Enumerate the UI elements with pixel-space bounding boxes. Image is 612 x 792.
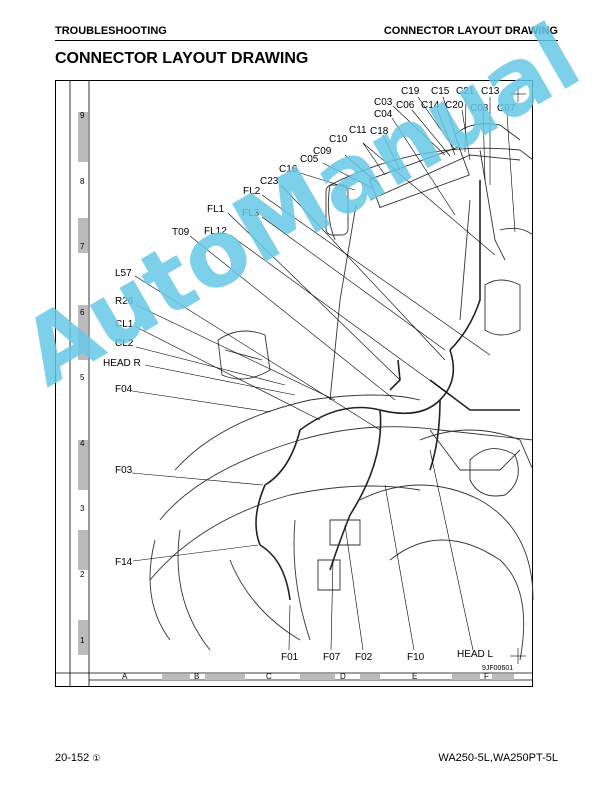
label-c14: C14 bbox=[421, 100, 440, 111]
header-section: TROUBLESHOOTING bbox=[55, 25, 167, 37]
grid-row-8: 8 bbox=[80, 177, 85, 186]
label-f03: F03 bbox=[115, 465, 133, 476]
grid-row-9: 9 bbox=[80, 111, 85, 120]
grid-row-4: 4 bbox=[80, 439, 85, 448]
label-c23: C23 bbox=[260, 176, 279, 187]
label-c16: C16 bbox=[279, 164, 298, 175]
label-c03: C03 bbox=[374, 97, 393, 108]
grid-col-f: F bbox=[484, 672, 489, 681]
revision-mark: ① bbox=[92, 753, 101, 763]
label-c09: C09 bbox=[313, 146, 332, 157]
label-fl12: FL12 bbox=[204, 226, 227, 237]
grid-row-2: 2 bbox=[80, 570, 85, 579]
grid-row-3: 3 bbox=[80, 504, 85, 513]
label-fl1: FL1 bbox=[207, 204, 225, 215]
figure-code: 9JF00601 bbox=[482, 665, 513, 672]
grid-row-7: 7 bbox=[80, 242, 85, 251]
label-c15: C15 bbox=[431, 86, 450, 97]
label-c10: C10 bbox=[329, 134, 348, 145]
grid-row-1: 1 bbox=[80, 636, 85, 645]
grid-col-a: A bbox=[122, 672, 128, 681]
label-head-l: HEAD L bbox=[457, 649, 494, 660]
label-c18: C18 bbox=[370, 126, 389, 137]
label-cl2: CL2 bbox=[115, 338, 134, 349]
grid-col-e: E bbox=[412, 672, 417, 681]
label-c05: C05 bbox=[300, 154, 319, 165]
label-c21: C21 bbox=[456, 86, 475, 97]
label-c13: C13 bbox=[481, 86, 500, 97]
label-cl1: CL1 bbox=[115, 319, 134, 330]
page-header: TROUBLESHOOTING CONNECTOR LAYOUT DRAWING bbox=[55, 24, 558, 41]
grid-col-b: B bbox=[194, 672, 199, 681]
grid-col-d: D bbox=[340, 672, 346, 681]
label-fl3: FL3 bbox=[242, 208, 260, 219]
grid-row-6: 6 bbox=[80, 308, 85, 317]
label-c06: C06 bbox=[396, 100, 415, 111]
drawing-frame bbox=[55, 80, 533, 687]
label-f10: F10 bbox=[407, 652, 425, 663]
label-f14: F14 bbox=[115, 557, 133, 568]
label-c04: C04 bbox=[374, 109, 393, 120]
label-c11: C11 bbox=[349, 125, 367, 136]
page-number: 20-152 ① bbox=[55, 752, 100, 764]
registration-marks bbox=[510, 86, 526, 664]
grid-scale-hatch bbox=[78, 112, 514, 680]
page-number-text: 20-152 bbox=[55, 752, 90, 764]
label-f07: F07 bbox=[323, 652, 341, 663]
label-t09: T09 bbox=[172, 227, 190, 238]
label-c07: C07 bbox=[497, 103, 516, 114]
label-head-r: HEAD R bbox=[103, 358, 141, 369]
label-c08: C08 bbox=[470, 103, 489, 114]
leader-lines bbox=[131, 96, 516, 651]
label-f02: F02 bbox=[355, 652, 373, 663]
label-l57: L57 bbox=[115, 268, 132, 279]
grid-col-c: C bbox=[266, 672, 272, 681]
label-c19: C19 bbox=[401, 86, 420, 97]
page-title: CONNECTOR LAYOUT DRAWING bbox=[55, 50, 309, 67]
label-r26: R26 bbox=[115, 296, 134, 307]
grid-row-5: 5 bbox=[80, 373, 85, 382]
label-c20: C20 bbox=[445, 100, 464, 111]
label-fl2: FL2 bbox=[243, 186, 261, 197]
machine-illustration bbox=[149, 123, 534, 661]
label-f04: F04 bbox=[115, 384, 133, 395]
header-topic: CONNECTOR LAYOUT DRAWING bbox=[383, 25, 558, 37]
label-f01: F01 bbox=[281, 652, 299, 663]
model-name: WA250-5L,WA250PT-5L bbox=[438, 752, 558, 764]
